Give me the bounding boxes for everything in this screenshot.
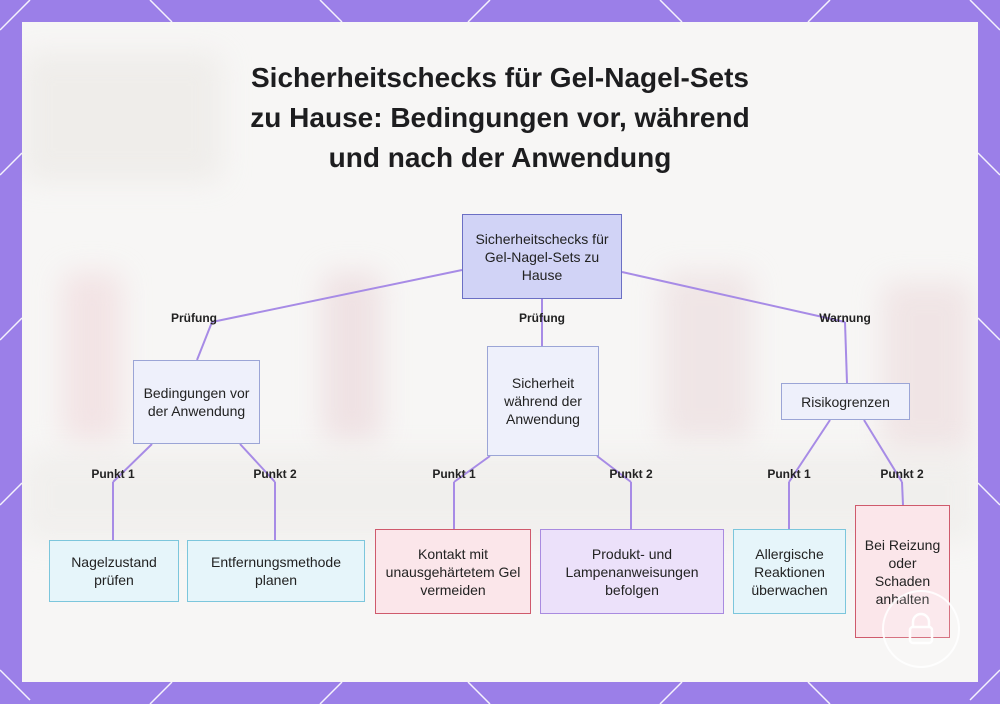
edge-label-before-1: Punkt 1	[91, 467, 135, 481]
edge-label-root-before: Prüfung	[171, 311, 217, 325]
edge-during-2	[596, 455, 632, 483]
title-line-1: Sicherheitschecks für Gel-Nagel-Sets	[251, 62, 749, 93]
edge-before-1	[112, 443, 153, 483]
node-avoid-uncured-gel: Kontakt mit unausgehärtetem Gel vermeide…	[375, 529, 531, 614]
edge-root-before	[211, 269, 463, 323]
edge-label-risk-2: Punkt 2	[880, 467, 924, 481]
edge-label-during-1: Punkt 1	[432, 467, 476, 481]
edge-label-root-during: Prüfung	[519, 311, 565, 325]
edge-label-risk-1: Punkt 1	[767, 467, 811, 481]
background-blur	[22, 452, 978, 542]
lock-icon	[882, 590, 960, 668]
node-during-application: Sicherheit während der Anwendung	[487, 346, 599, 456]
edge-root-risk	[621, 271, 846, 323]
node-risk-limits: Risikogrenzen	[781, 383, 910, 420]
node-plan-removal: Entfernungsmethode planen	[187, 540, 365, 602]
edge-label-before-2: Punkt 2	[253, 467, 297, 481]
background-blur	[662, 272, 752, 442]
edge-before-2	[239, 443, 276, 483]
node-check-nail-condition: Nagelzustand prüfen	[49, 540, 179, 602]
edge-risk-2	[863, 419, 903, 483]
page-title: Sicherheitschecks für Gel-Nagel-Sets zu …	[0, 58, 1000, 178]
background-blur	[322, 272, 382, 442]
background-blur	[882, 282, 972, 452]
title-line-3: und nach der Anwendung	[328, 142, 672, 173]
edge-risk-1	[788, 419, 831, 483]
edge-during-1	[453, 455, 491, 483]
edge-root-risk	[844, 321, 848, 384]
background-blur	[62, 272, 122, 442]
edge-root-before	[196, 321, 213, 361]
edge-label-root-risk: Warnung	[819, 311, 871, 325]
edge-label-during-2: Punkt 2	[609, 467, 653, 481]
background-blur	[22, 52, 222, 182]
node-monitor-allergy: Allergische Reaktionen überwachen	[733, 529, 846, 614]
node-follow-instructions: Produkt- und Lampenanweisungen befolgen	[540, 529, 724, 614]
title-line-2: zu Hause: Bedingungen vor, während	[250, 102, 750, 133]
node-root: Sicherheitschecks für Gel-Nagel-Sets zu …	[462, 214, 622, 299]
node-before-application: Bedingungen vor der Anwendung	[133, 360, 260, 444]
edge-risk-2	[901, 481, 904, 506]
